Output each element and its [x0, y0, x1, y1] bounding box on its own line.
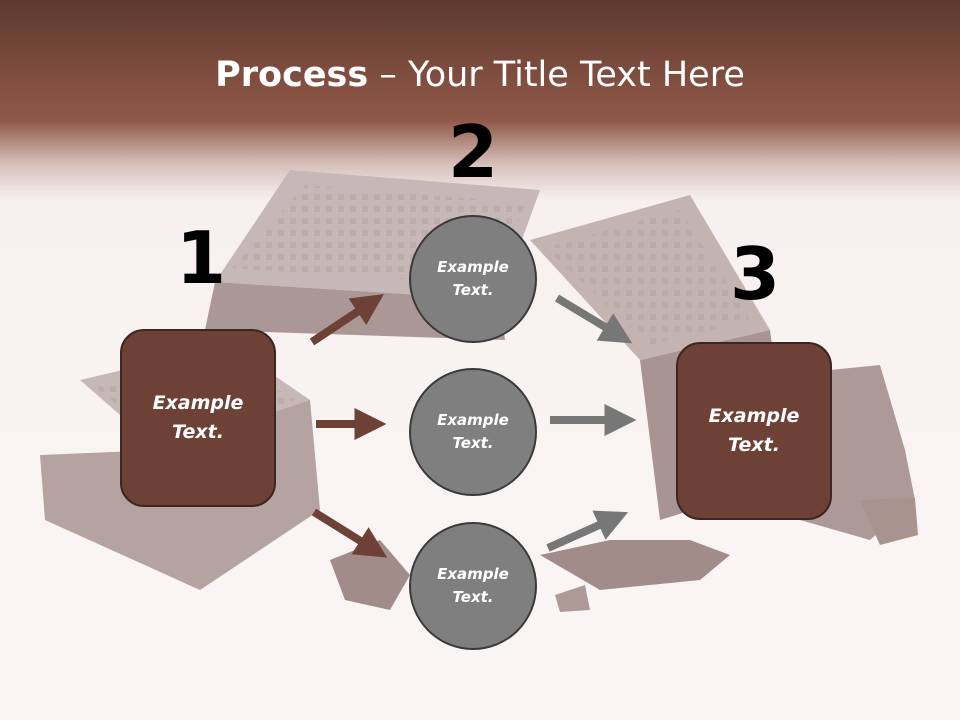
step-number-2: 2 [448, 110, 499, 194]
right-box: Example Text. [676, 342, 832, 520]
title-rest: – Your Title Text Here [368, 55, 745, 95]
arrow-1-to-top [309, 294, 384, 346]
arrow-1-to-bottom [311, 508, 388, 558]
slide-title: Process – Your Title Text Here [0, 52, 960, 98]
step-number-3: 3 [730, 232, 781, 316]
circle-top-text: Example Text. [437, 258, 509, 299]
left-box: Example Text. [120, 329, 276, 507]
title-bold: Process [215, 55, 369, 95]
arrow-top-to-3 [554, 294, 633, 344]
step-number-1: 1 [176, 216, 227, 300]
circle-middle: Example Text. [409, 368, 537, 496]
circle-bottom: Example Text. [409, 522, 537, 650]
right-box-text: Example Text. [708, 405, 800, 456]
arrow-bottom-to-3 [546, 510, 629, 552]
left-box-text: Example Text. [152, 392, 244, 443]
circle-bottom-text: Example Text. [437, 565, 509, 606]
circle-middle-text: Example Text. [437, 411, 509, 452]
circle-top: Example Text. [409, 215, 537, 343]
